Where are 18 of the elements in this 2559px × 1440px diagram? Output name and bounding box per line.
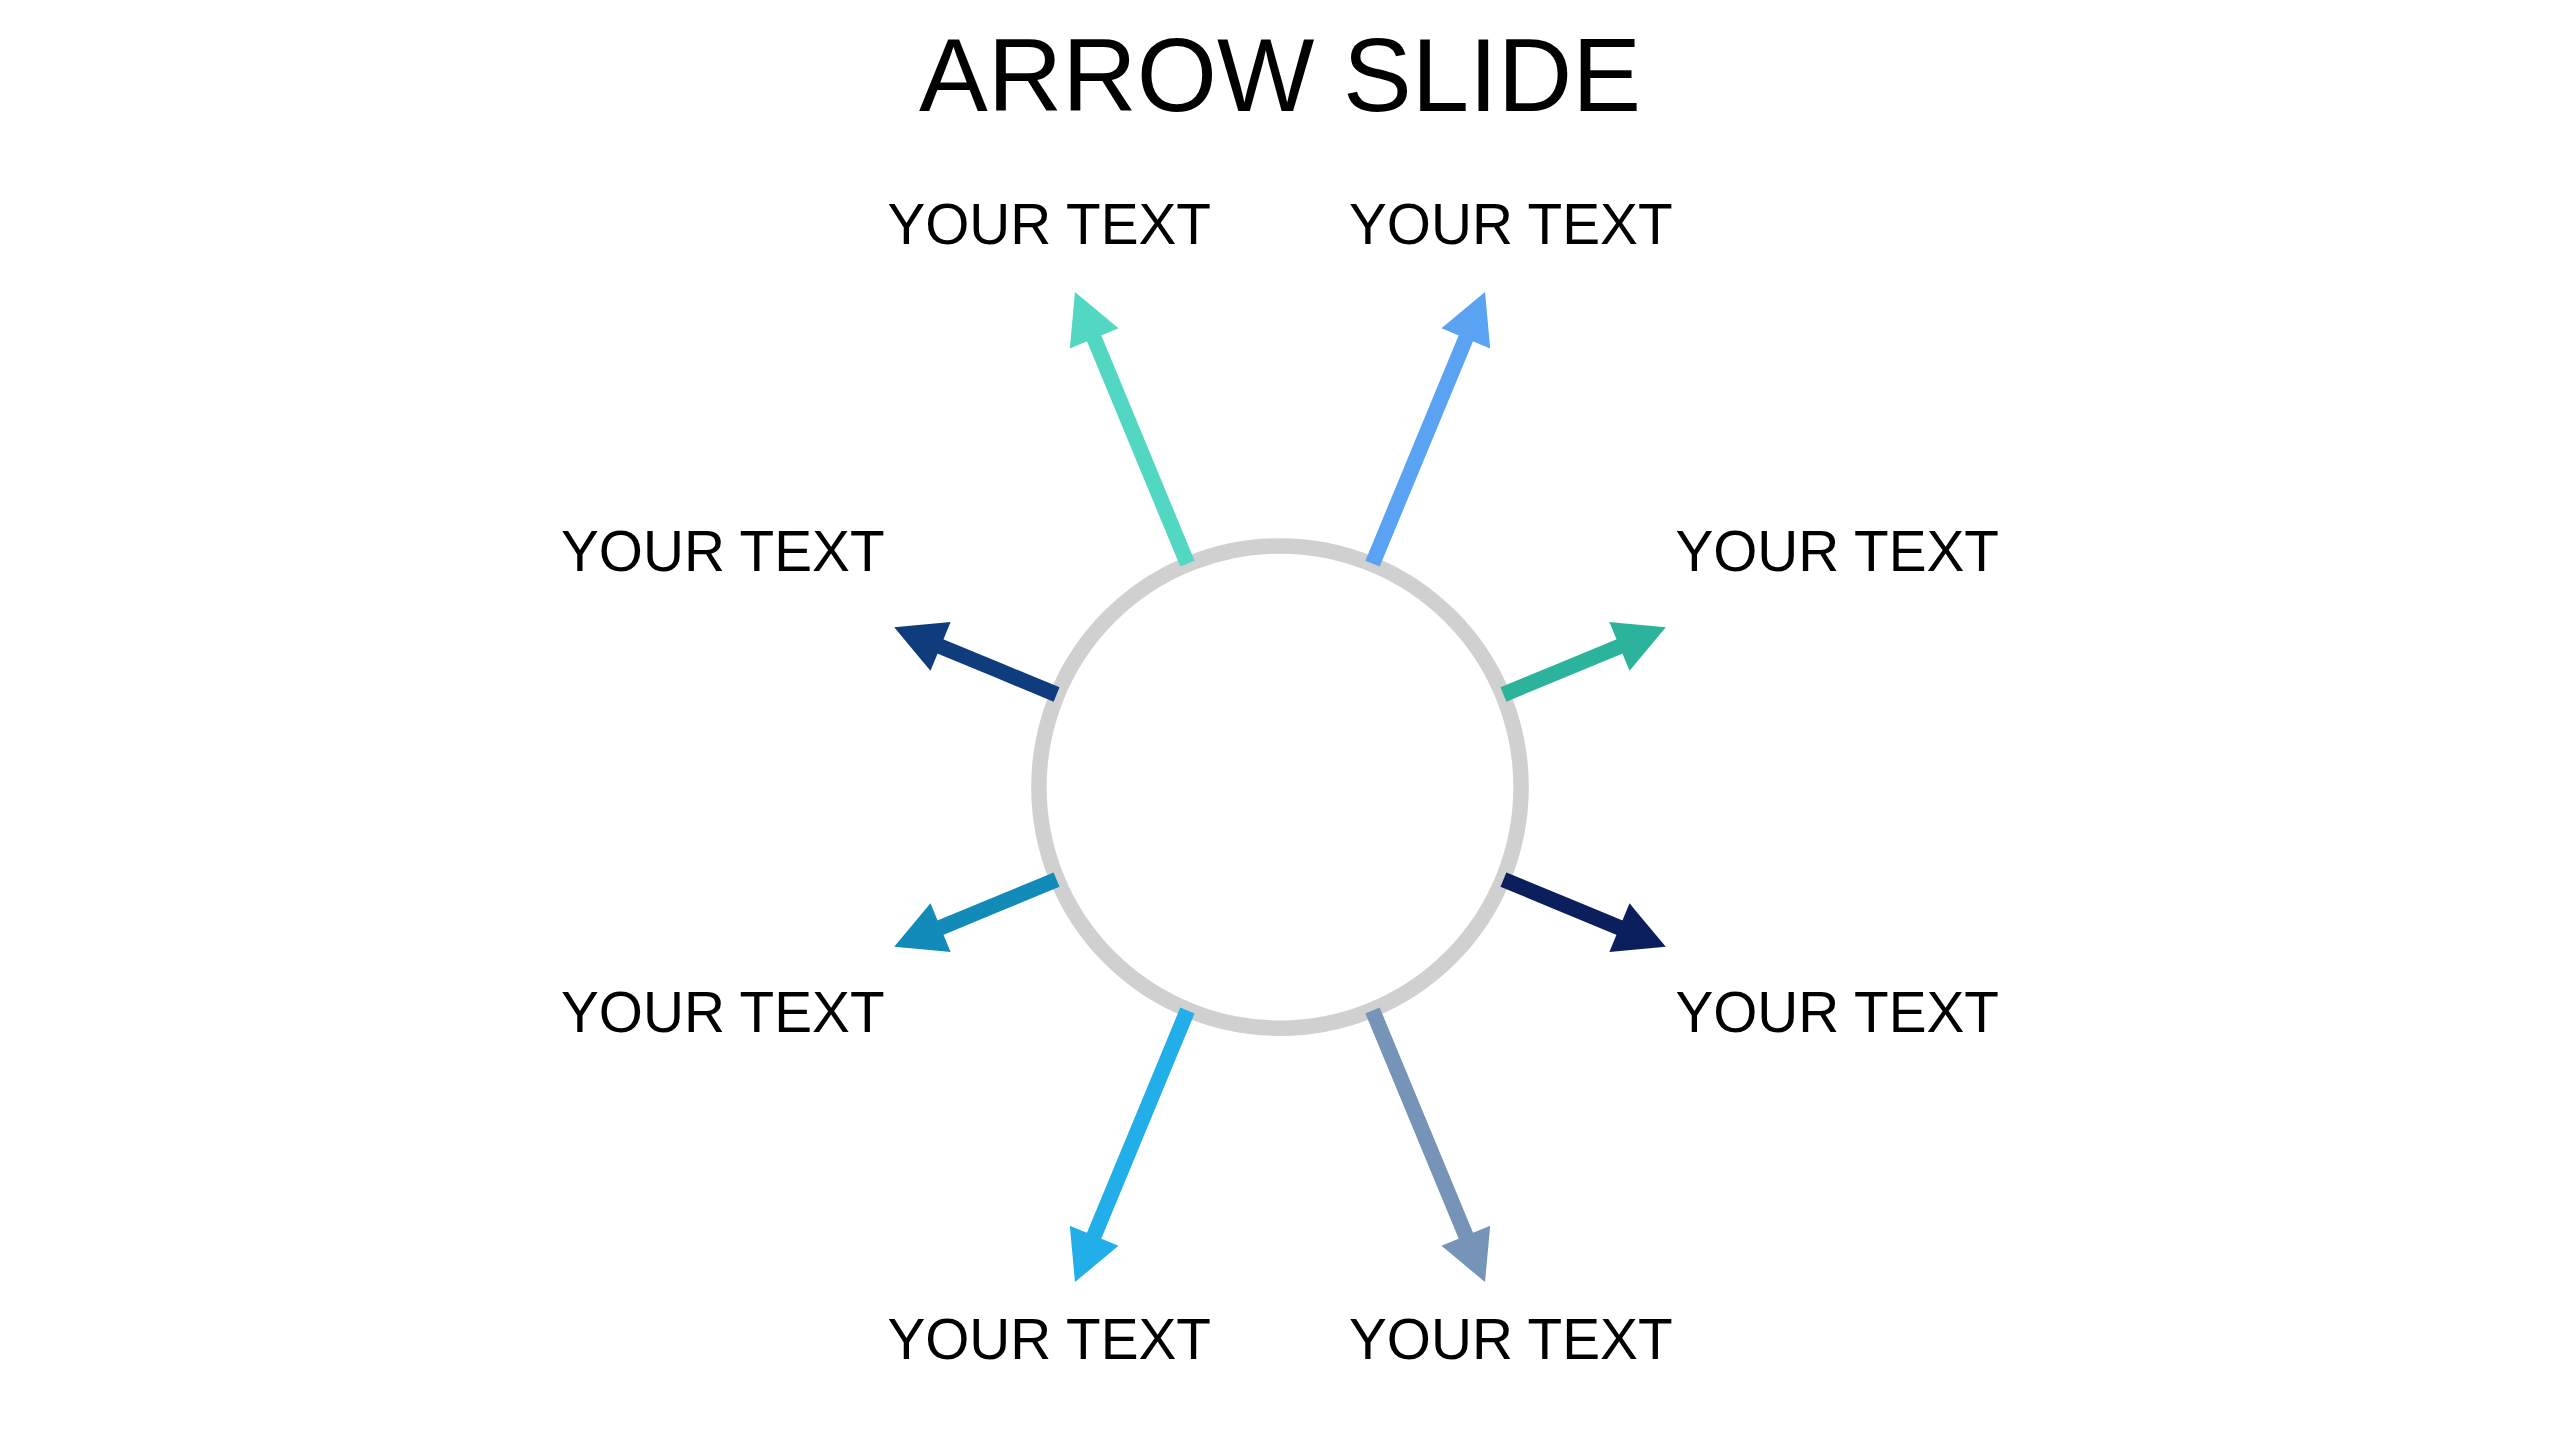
arrow [1364, 292, 1490, 567]
arrow [1499, 622, 1666, 702]
node-text: YOUR TEXT [1674, 981, 1999, 1045]
arrow [893, 622, 1060, 702]
node-text: YOUR TEXT [1348, 1307, 1673, 1371]
node-text: YOUR TEXT [560, 519, 885, 583]
node-text: YOUR TEXT [886, 1307, 1211, 1371]
node-text: YOUR TEXT [560, 981, 885, 1045]
node-circle [1030, 538, 1529, 1036]
diagram-title: ARROW SLIDE [918, 18, 1641, 134]
node-text: YOUR TEXT [886, 193, 1211, 257]
arrow [1364, 1007, 1490, 1283]
arrow [893, 872, 1060, 952]
arrow [1499, 872, 1666, 952]
node-text: YOUR TEXT [1674, 519, 1999, 583]
arrow [1069, 292, 1195, 567]
arrow [1069, 1007, 1195, 1283]
node-text: YOUR TEXT [1348, 193, 1673, 257]
